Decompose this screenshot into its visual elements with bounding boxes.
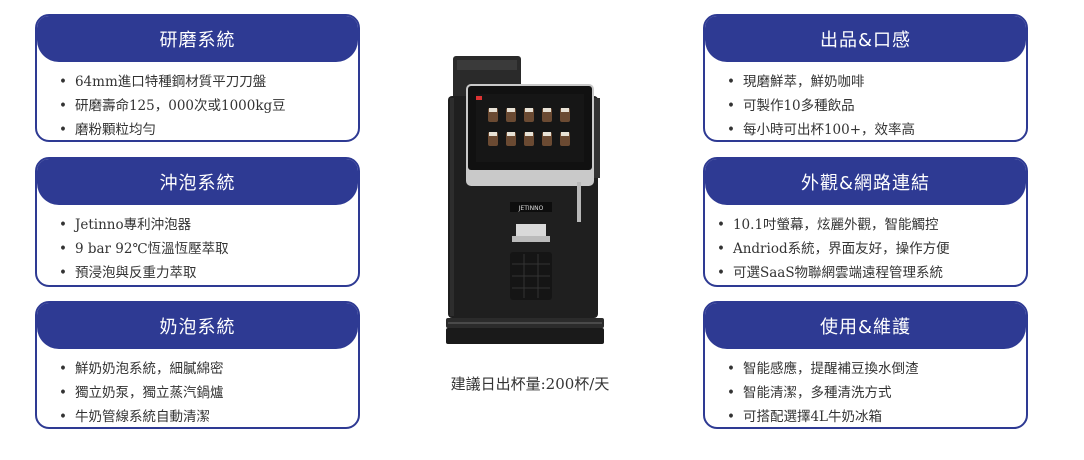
bullet-icon: •	[717, 217, 725, 233]
item-text: 可選SaaS物聯網雲端遠程管理系統	[732, 265, 944, 281]
bullet-icon: •	[59, 241, 67, 257]
list-item: • Jetinno專利沖泡器	[59, 213, 358, 237]
list-item: • Andriod系統，界面友好，操作方便	[717, 237, 1026, 261]
list-item: • 可製作10多種飲品	[727, 94, 1026, 118]
item-text: 鮮奶奶泡系統，細膩綿密	[74, 361, 224, 377]
item-text: Jetinno專利沖泡器	[74, 217, 192, 233]
card-list: • 智能感應，提醒補豆換水倒渣 • 智能清潔，多種清洗方式 • 可搭配選擇4L牛奶冰箱	[705, 349, 1026, 427]
item-text: 可搭配選擇4L牛奶冰箱	[742, 409, 883, 425]
list-item: • 每小時可出杯100+，效率高	[727, 118, 1026, 140]
item-text: Andriod系統，界面友好，操作方便	[732, 241, 950, 257]
list-item: • 智能清潔，多種清洗方式	[727, 381, 1026, 405]
card-brew: 沖泡系統 • Jetinno專利沖泡器 • 9 bar 92℃恆溫恆壓萃取 • 預浸泡…	[35, 157, 360, 287]
item-text: 現磨鮮萃，鮮奶咖啡	[742, 74, 865, 90]
item-text: 智能感應，提醒補豆換水倒渣	[742, 361, 919, 377]
item-text: 研磨壽命125，000次或1000kg豆	[74, 98, 286, 114]
card-title: 沖泡系統	[37, 159, 358, 205]
item-text: 每小時可出杯100+，效率高	[742, 122, 916, 138]
card-design: 外觀&網路連結 • 10.1吋螢幕，炫麗外觀，智能觸控 • Andriod系統，界面…	[703, 157, 1028, 287]
card-list: • 現磨鮮萃，鮮奶咖啡 • 可製作10多種飲品 • 每小時可出杯100+，效率高	[705, 62, 1026, 140]
item-text: 牛奶管線系統自動清潔	[74, 409, 210, 425]
card-title: 研磨系統	[37, 16, 358, 62]
item-text: 預浸泡與反重力萃取	[74, 265, 197, 281]
list-item: • 鮮奶奶泡系統，細膩綿密	[59, 357, 358, 381]
bullet-icon: •	[59, 122, 67, 138]
list-item: • 研磨壽命125，000次或1000kg豆	[59, 94, 358, 118]
card-list: • Jetinno專利沖泡器 • 9 bar 92℃恆溫恆壓萃取 • 預浸泡與反重力萃…	[37, 205, 358, 285]
card-maintenance: 使用&維護 • 智能感應，提醒補豆換水倒渣 • 智能清潔，多種清洗方式 • 可搭配選擇…	[703, 301, 1028, 429]
item-text: 10.1吋螢幕，炫麗外觀，智能觸控	[732, 217, 939, 233]
item-text: 磨粉顆粒均勻	[74, 122, 156, 138]
card-title: 奶泡系統	[37, 303, 358, 349]
card-grind: 研磨系統 • 64mm進口特種鋼材質平刀刀盤 • 研磨壽命125，000次或1000…	[35, 14, 360, 142]
bullet-icon: •	[717, 265, 725, 281]
bullet-icon: •	[59, 98, 67, 114]
bullet-icon: •	[717, 241, 725, 257]
item-text: 智能清潔，多種清洗方式	[742, 385, 892, 401]
machine-brand-logo: JETINNO	[518, 205, 544, 212]
bullet-icon: •	[727, 409, 735, 425]
list-item: • 可選SaaS物聯網雲端遠程管理系統	[717, 261, 1026, 285]
bullet-icon: •	[59, 74, 67, 90]
card-output: 出品&口感 • 現磨鮮萃，鮮奶咖啡 • 可製作10多種飲品 • 每小時可出杯100+，…	[703, 14, 1028, 142]
list-item: • 預浸泡與反重力萃取	[59, 261, 358, 285]
item-text: 可製作10多種飲品	[742, 98, 855, 114]
list-item: • 磨粉顆粒均勻	[59, 118, 358, 140]
list-item: • 64mm進口特種鋼材質平刀刀盤	[59, 70, 358, 94]
daily-cup-capacity-caption: 建議日出杯量:200杯/天	[450, 375, 610, 393]
card-list: • 鮮奶奶泡系統，細膩綿密 • 獨立奶泵，獨立蒸汽鍋爐 • 牛奶管線系統自動清潔	[37, 349, 358, 427]
bullet-icon: •	[727, 98, 735, 114]
bullet-icon: •	[59, 265, 67, 281]
list-item: • 牛奶管線系統自動清潔	[59, 405, 358, 427]
bullet-icon: •	[59, 361, 67, 377]
card-title: 出品&口感	[705, 16, 1026, 62]
card-list: • 64mm進口特種鋼材質平刀刀盤 • 研磨壽命125，000次或1000kg豆 •…	[37, 62, 358, 140]
card-milk: 奶泡系統 • 鮮奶奶泡系統，細膩綿密 • 獨立奶泵，獨立蒸汽鍋爐 • 牛奶管線系統自動…	[35, 301, 360, 429]
item-text: 獨立奶泵，獨立蒸汽鍋爐	[74, 385, 224, 401]
bullet-icon: •	[727, 74, 735, 90]
list-item: • 10.1吋螢幕，炫麗外觀，智能觸控	[717, 213, 1026, 237]
coffee-machine-image: JETINNO	[446, 56, 604, 344]
card-title: 外觀&網路連結	[705, 159, 1026, 205]
bullet-icon: •	[727, 122, 735, 138]
list-item: • 獨立奶泵，獨立蒸汽鍋爐	[59, 381, 358, 405]
bullet-icon: •	[59, 385, 67, 401]
bullet-icon: •	[727, 385, 735, 401]
card-list: •10.1吋螢幕，炫麗外觀，智能觸控 •Andriod系統，界面友好，操作方便 …	[705, 205, 1026, 285]
list-item: • 智能感應，提醒補豆換水倒渣	[727, 357, 1026, 381]
bullet-icon: •	[59, 409, 67, 425]
item-text: 9 bar 92℃恆溫恆壓萃取	[74, 241, 229, 257]
bullet-icon: •	[59, 217, 67, 233]
card-title: 使用&維護	[705, 303, 1026, 349]
bullet-icon: •	[727, 361, 735, 377]
item-text: 64mm進口特種鋼材質平刀刀盤	[74, 74, 267, 90]
list-item: • 9 bar 92℃恆溫恆壓萃取	[59, 237, 358, 261]
list-item: • 可搭配選擇4L牛奶冰箱	[727, 405, 1026, 427]
list-item: • 現磨鮮萃，鮮奶咖啡	[727, 70, 1026, 94]
